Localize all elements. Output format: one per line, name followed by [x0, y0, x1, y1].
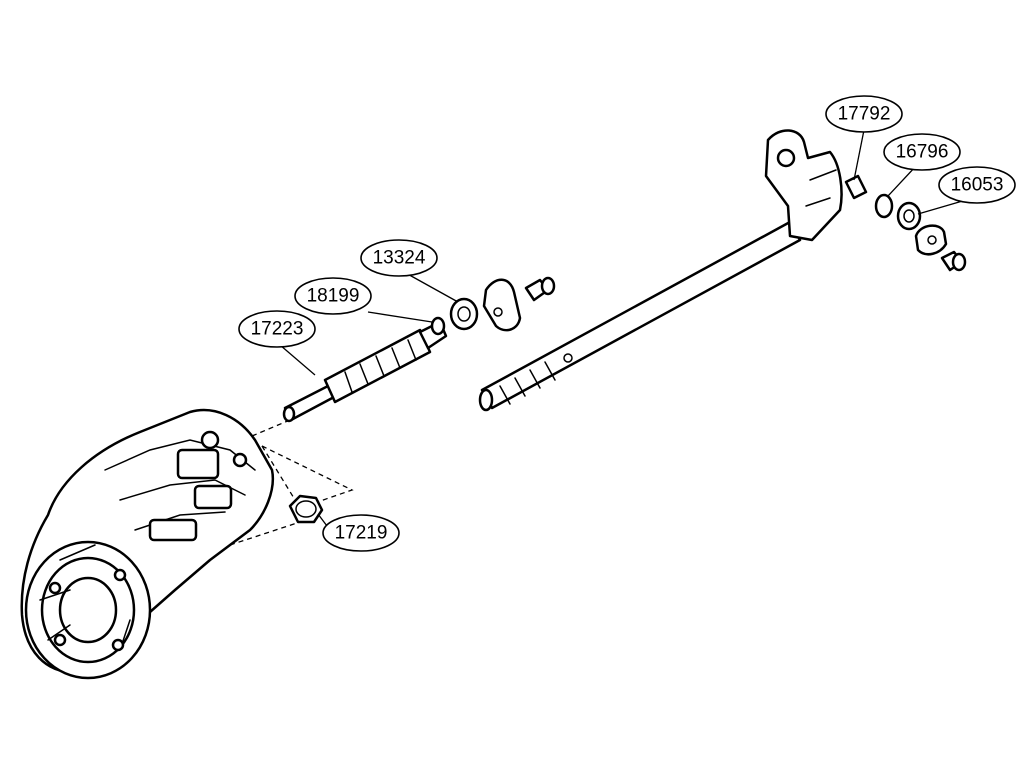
- bracket-plate: [914, 224, 948, 256]
- retainer-plate: [482, 278, 522, 332]
- callout-17792: 17792: [825, 95, 903, 133]
- part-18199-oring: [430, 316, 446, 336]
- callout-18199: 18199: [294, 277, 372, 315]
- callout-label: 17219: [335, 523, 388, 544]
- main-shaft-assembly: [478, 129, 843, 412]
- callout-label: 13324: [373, 248, 426, 269]
- part-16796-washer: [874, 193, 894, 219]
- reel-body-housing: [20, 408, 275, 680]
- callout-13324: 13324: [360, 239, 438, 277]
- callout-16796: 16796: [883, 133, 961, 171]
- callout-17223: 17223: [238, 310, 316, 348]
- part-17223-worm-shaft: [282, 320, 448, 423]
- bracket-screw: [940, 250, 967, 272]
- callout-label: 16053: [951, 175, 1004, 196]
- part-13324-bushing: [449, 297, 479, 331]
- callout-label: 17792: [838, 104, 891, 125]
- part-17219-nut: [288, 494, 324, 524]
- callout-label: 18199: [307, 286, 360, 307]
- retainer-screw: [524, 276, 556, 302]
- callout-17219: 17219: [322, 514, 400, 552]
- callout-label: 16796: [896, 142, 949, 163]
- part-17792-pin: [844, 174, 868, 200]
- part-16053-collar: [896, 201, 922, 231]
- callout-label: 17223: [251, 319, 304, 340]
- callout-16053: 16053: [938, 166, 1016, 204]
